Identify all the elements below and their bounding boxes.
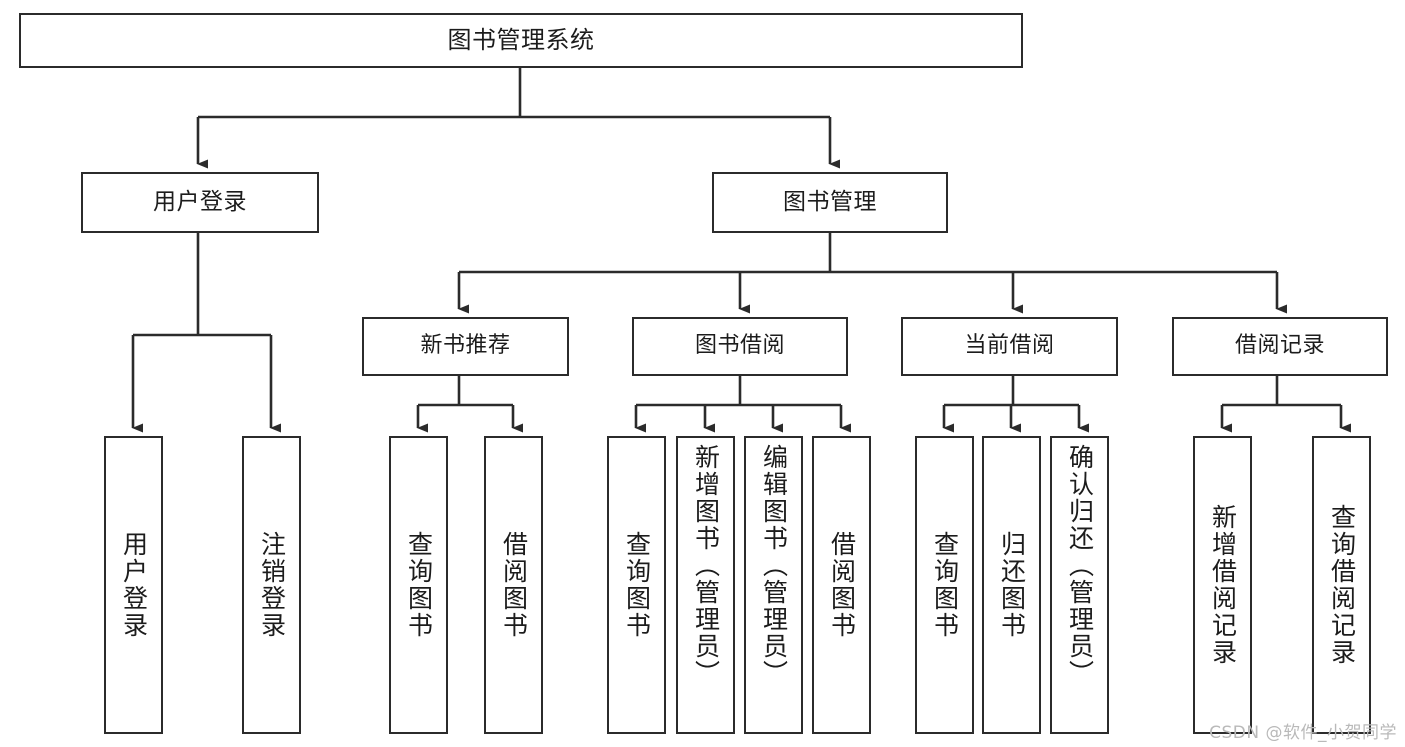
- node-label: 图书管理: [783, 188, 877, 215]
- node-label: 查询图书: [622, 531, 652, 639]
- node-book-borrowing[interactable]: 图书借阅: [632, 317, 848, 376]
- csdn-watermark: CSDN @软件_小贺同学: [1209, 723, 1397, 743]
- node-label: 新增图书（管理员）: [691, 444, 721, 687]
- leaf-edit-book-admin[interactable]: 编辑图书（管理员）: [744, 436, 803, 734]
- node-label: 借阅记录: [1234, 333, 1325, 359]
- node-label: 编辑图书（管理员）: [759, 444, 789, 687]
- node-label: 确认归还（管理员）: [1065, 444, 1095, 687]
- leaf-confirm-return-admin[interactable]: 确认归还（管理员）: [1050, 436, 1109, 734]
- node-label: 注销登录: [257, 531, 287, 639]
- node-label: 查询图书: [930, 531, 960, 639]
- node-label: 图书借阅: [694, 333, 785, 359]
- node-label: 归还图书: [997, 531, 1027, 639]
- leaf-query-borrow-record[interactable]: 查询借阅记录: [1312, 436, 1371, 734]
- leaf-lend-book[interactable]: 借阅图书: [812, 436, 871, 734]
- node-label: 查询借阅记录: [1327, 504, 1357, 666]
- node-root-book-management-system[interactable]: 图书管理系统: [19, 13, 1023, 68]
- leaf-logout[interactable]: 注销登录: [242, 436, 301, 734]
- node-current-borrowing[interactable]: 当前借阅: [901, 317, 1118, 376]
- leaf-query-book-current[interactable]: 查询图书: [915, 436, 974, 734]
- node-borrow-records[interactable]: 借阅记录: [1172, 317, 1388, 376]
- leaf-add-borrow-record[interactable]: 新增借阅记录: [1193, 436, 1252, 734]
- node-label: 用户登录: [119, 531, 149, 639]
- leaf-query-book-borrow[interactable]: 查询图书: [607, 436, 666, 734]
- node-user-login[interactable]: 用户登录: [81, 172, 319, 233]
- node-label: 新书推荐: [420, 333, 511, 359]
- node-book-management[interactable]: 图书管理: [712, 172, 948, 233]
- leaf-borrow-book-newbook[interactable]: 借阅图书: [484, 436, 543, 734]
- leaf-query-book-newbook[interactable]: 查询图书: [389, 436, 448, 734]
- node-label: 当前借阅: [964, 333, 1055, 359]
- node-label: 用户登录: [153, 188, 247, 215]
- node-label: 借阅图书: [499, 531, 529, 639]
- leaf-return-book[interactable]: 归还图书: [982, 436, 1041, 734]
- node-label: 图书管理系统: [447, 26, 595, 55]
- node-label: 借阅图书: [827, 531, 857, 639]
- node-label: 新增借阅记录: [1208, 504, 1238, 666]
- leaf-add-book-admin[interactable]: 新增图书（管理员）: [676, 436, 735, 734]
- node-label: 查询图书: [404, 531, 434, 639]
- leaf-user-login[interactable]: 用户登录: [104, 436, 163, 734]
- node-new-book-recommendation[interactable]: 新书推荐: [362, 317, 569, 376]
